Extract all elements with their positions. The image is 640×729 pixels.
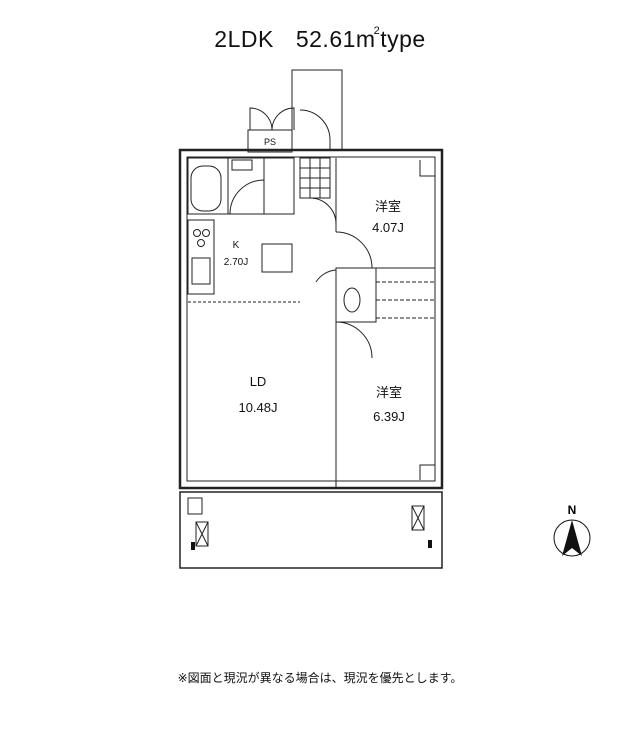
kitchen-counter	[187, 219, 215, 295]
stove-burner-2	[202, 229, 210, 237]
stove-burner	[193, 229, 201, 237]
balcony-post-right	[428, 540, 432, 548]
plan-title: 2LDK 52.61m2type	[0, 25, 640, 53]
shoe-rack-grid	[300, 158, 330, 198]
layout-type: 2LDK	[214, 26, 274, 52]
balcony-post-left	[191, 542, 195, 550]
western-room-2-door	[335, 321, 373, 359]
outer-wall	[178, 148, 444, 490]
disclaimer-note: ※図面と現況が異なる場合は、現況を優先とします。	[177, 671, 463, 685]
toilet-door	[315, 269, 337, 283]
corridor-door	[299, 109, 331, 150]
entrance-corridor	[291, 69, 343, 151]
ps-label: PS	[264, 137, 276, 147]
fridge-space	[261, 243, 293, 273]
compass: N	[553, 503, 591, 557]
sink-unit	[231, 159, 253, 171]
compass-arrow-icon	[562, 520, 582, 556]
western-room-1-name: 洋室	[375, 199, 401, 214]
western-room-2-size: 6.39J	[373, 409, 405, 424]
floor-area: 52.61	[295, 26, 356, 52]
area-unit-sup: 2	[373, 25, 381, 38]
ld-name: LD	[250, 374, 267, 389]
kitchen-name: K	[233, 240, 240, 251]
hatch-left	[195, 521, 209, 547]
western-room-1-door	[335, 231, 373, 269]
western-room-1-size: 4.07J	[372, 220, 404, 235]
toilet	[343, 287, 361, 313]
balcony-unit	[187, 497, 203, 515]
east-wall-jog	[419, 160, 435, 177]
bathtub	[190, 165, 222, 212]
type-suffix: type	[380, 26, 426, 52]
hatch-left-x	[195, 521, 209, 547]
washroom-door	[229, 179, 265, 215]
kitchen-size: 2.70J	[224, 257, 248, 268]
washroom	[227, 157, 265, 215]
compass-label: N	[568, 503, 577, 517]
area-unit: m	[355, 26, 376, 52]
ld-size: 10.48J	[238, 400, 277, 415]
east-wall-jog-2	[419, 464, 435, 480]
closet-shelves	[376, 281, 435, 319]
closet	[335, 267, 377, 323]
outer-wall-inner	[186, 156, 436, 482]
entrance-door-2	[271, 107, 295, 131]
hatch-right	[411, 505, 425, 531]
pipe-space	[247, 129, 293, 153]
balcony	[179, 491, 443, 569]
storage	[263, 157, 295, 215]
hatch-right-x	[411, 505, 425, 531]
hall-door	[309, 197, 337, 225]
stove-burner-3	[197, 239, 205, 247]
entrance-door	[249, 107, 273, 131]
kitchen-sink	[191, 257, 211, 285]
western-room-2-name: 洋室	[376, 385, 402, 400]
